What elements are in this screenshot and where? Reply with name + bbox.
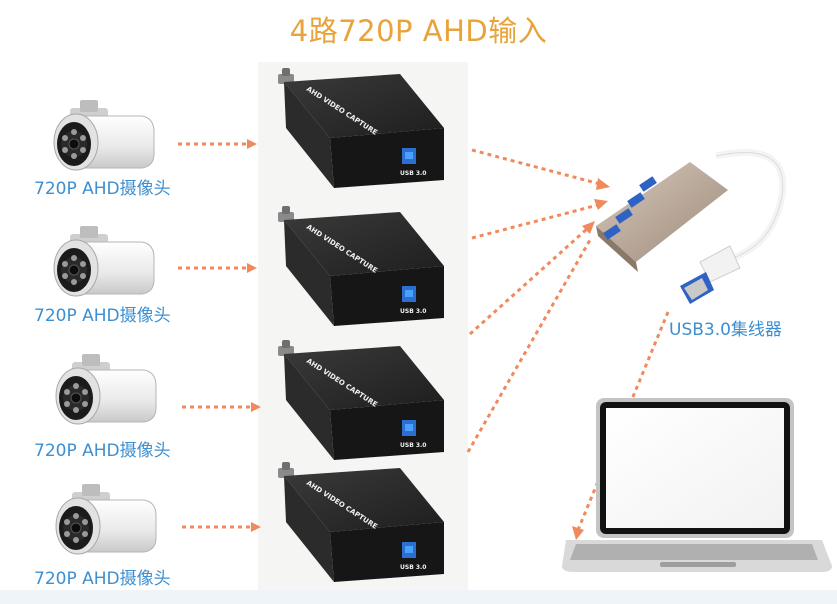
arrow-head-camera-1 <box>247 139 257 149</box>
arrow-head-camera-3 <box>251 402 261 412</box>
arrow-head-capture-2 <box>594 199 608 210</box>
bottom-strip <box>0 590 837 604</box>
arrow-head-laptop <box>572 526 584 540</box>
capture-device-1-port: USB 3.0 <box>400 170 426 177</box>
arrow-capture-3 <box>470 228 588 334</box>
camera-2-label: 720P AHD摄像头 <box>34 301 171 326</box>
camera-3-label: 720P AHD摄像头 <box>34 436 171 461</box>
camera-4-label: 720P AHD摄像头 <box>34 564 171 589</box>
arrow-capture-1 <box>472 150 600 184</box>
camera-1 <box>54 100 154 170</box>
arrow-head-camera-4 <box>251 522 261 532</box>
usb-hub <box>596 152 783 304</box>
arrow-capture-4 <box>468 240 590 452</box>
arrow-capture-2 <box>472 205 598 238</box>
laptop <box>562 398 832 572</box>
capture-device-2-port: USB 3.0 <box>400 308 426 315</box>
capture-device-4-port: USB 3.0 <box>400 564 426 571</box>
arrow-head-capture-1 <box>596 178 610 190</box>
hub-label: USB3.0集线器 <box>669 315 782 340</box>
camera-1-label: 720P AHD摄像头 <box>34 174 171 199</box>
arrow-head-camera-2 <box>247 263 257 273</box>
camera-3 <box>56 354 156 424</box>
camera-2 <box>54 226 154 296</box>
camera-4 <box>56 484 156 554</box>
capture-device-3-port: USB 3.0 <box>400 442 426 449</box>
